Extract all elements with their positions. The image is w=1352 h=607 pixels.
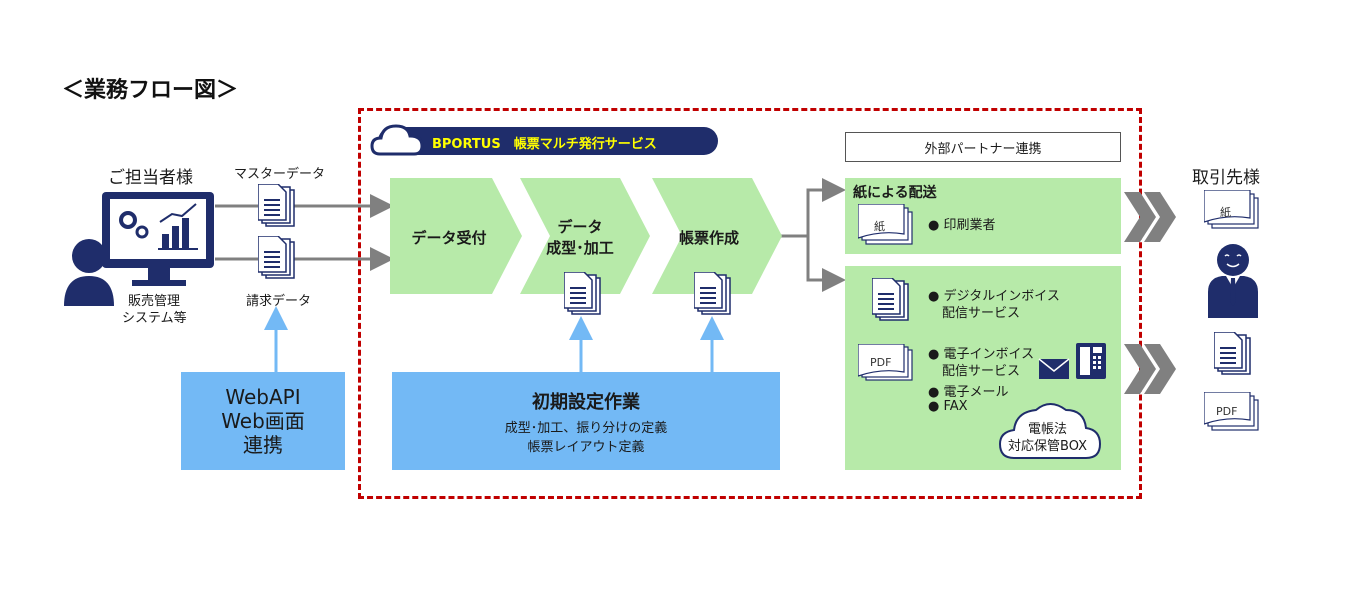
master-data-label: マスターデータ — [234, 167, 326, 182]
pdf-doc-icon — [858, 344, 913, 381]
paper-title: 紙による配送 — [853, 185, 937, 201]
initial-line1: 成型･加工、振り分けの定義 — [504, 420, 668, 436]
create-doc-icon — [694, 272, 731, 315]
process-doc-icon — [564, 272, 601, 315]
initial-setup-box: 初期設定作業 成型･加工、振り分けの定義 帳票レイアウト定義 — [392, 372, 780, 470]
monitor-icon — [64, 192, 214, 306]
initial-line2: 帳票レイアウト定義 — [527, 439, 645, 455]
initial-title: 初期設定作業 — [532, 391, 640, 413]
client-label: 取引先様 — [1192, 168, 1260, 188]
webapi-line3: 連携 — [243, 433, 283, 457]
customer-label: ご担当者様 — [108, 168, 193, 188]
digital-bullet1-line1: ● デジタルインボイス — [928, 289, 1060, 304]
paper-doc-label: 紙 — [874, 220, 885, 233]
digital-bullet4: ● FAX — [928, 399, 968, 414]
storage-box-line1: 電帳法 — [1028, 422, 1068, 437]
step-create: 帳票作成 — [678, 228, 739, 247]
digital-bullet3: ● 電子メール — [928, 385, 1009, 400]
invoice-data-doc-icon — [258, 236, 295, 279]
process-chevrons — [390, 178, 782, 294]
service-name: BPORTUS 帳票マルチ発行サービス — [432, 137, 657, 152]
paper-doc-icon — [858, 204, 913, 245]
double-chevron-upper-icon — [1124, 192, 1176, 242]
chevron-process — [520, 178, 650, 294]
digital-doc-icon — [872, 278, 909, 321]
webapi-line1: WebAPI — [225, 385, 301, 409]
page-title: ＜業務フロー図＞ — [62, 78, 239, 103]
step-process: データ 成型･加工 — [530, 212, 630, 262]
step-process-line2: 成型･加工 — [546, 239, 614, 257]
service-pill — [378, 127, 718, 155]
system-label-1: 販売管理 — [128, 294, 181, 309]
paper-bullet: ● 印刷業者 — [928, 218, 996, 233]
arrow-fork-lower — [806, 236, 846, 292]
cloud-icon — [370, 124, 424, 156]
client-person-icon — [1208, 244, 1258, 318]
arrow-fork — [780, 178, 846, 238]
pdf-doc-label: PDF — [870, 356, 892, 369]
partner-label: 外部パートナー連携 — [845, 132, 1121, 162]
client-doc-icon — [1214, 332, 1251, 375]
client-pdf-doc-icon — [1204, 392, 1259, 431]
service-boundary — [358, 108, 1142, 499]
storage-cloud-icon — [998, 403, 1102, 459]
step-process-line1: データ — [557, 218, 603, 236]
digital-bullet1-line2: 配信サービス — [942, 306, 1021, 321]
client-paper-doc-label: 紙 — [1220, 206, 1231, 219]
webapi-box: WebAPI Web画面 連携 — [181, 372, 345, 470]
client-paper-doc-icon — [1204, 190, 1259, 229]
mail-icon — [1038, 358, 1070, 379]
client-pdf-doc-label: PDF — [1216, 405, 1238, 418]
storage-box-line2: 対応保管BOX — [1008, 439, 1087, 454]
digital-bullet2-line1: ● 電子インボイス — [928, 347, 1035, 362]
system-label-2: システム等 — [122, 311, 187, 326]
master-data-doc-icon — [258, 184, 295, 227]
invoice-data-label: 請求データ — [246, 294, 312, 309]
chevron-create — [652, 178, 782, 294]
digital-bullet2-line2: 配信サービス — [942, 364, 1021, 379]
webapi-line2: Web画面 — [221, 409, 305, 433]
fax-icon — [1076, 343, 1106, 379]
chevron-receive — [390, 178, 522, 294]
double-chevron-lower-icon — [1124, 344, 1176, 394]
step-receive: データ受付 — [411, 228, 487, 247]
